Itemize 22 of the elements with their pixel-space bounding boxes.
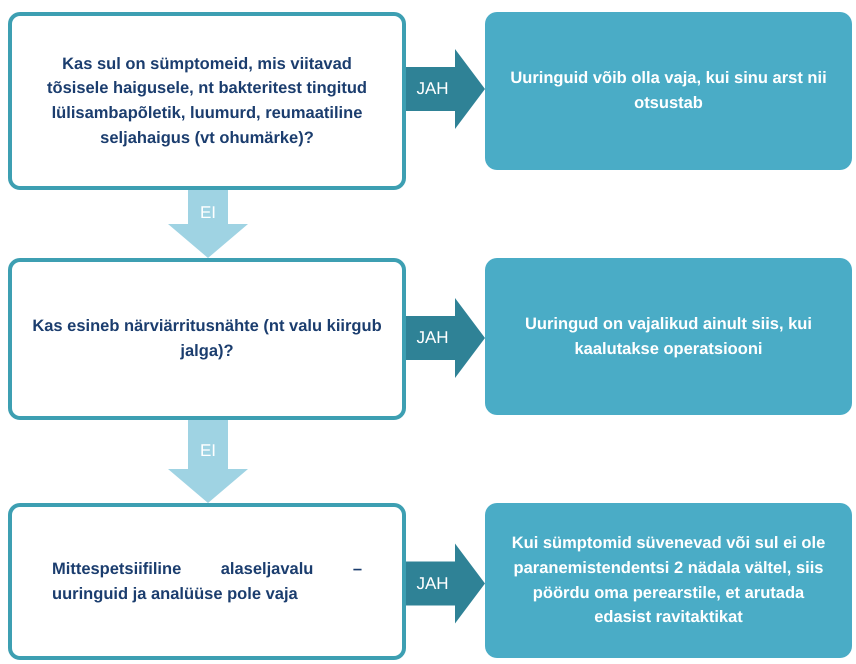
edge-label: JAH — [416, 328, 449, 348]
edge-label: EI — [200, 203, 216, 223]
edge-label: JAH — [416, 79, 449, 99]
question-box — [8, 503, 406, 660]
box-text: Uuringuid võib olla vaja, kui sinu arst nii otsustab — [509, 68, 828, 114]
box-text: Kas esineb närviärritusnähte (nt valu kiirgub jalga)? — [31, 316, 383, 362]
box-text: Kui sümptomid süvenevad või sul ei ole paranemistendentsi 2 nädala vältel, siis pöördu oma perearstile, et arutada edasist ravitaktikat — [510, 533, 826, 628]
block-arrow — [168, 190, 248, 258]
question-box — [8, 258, 406, 420]
box-text: Mittespetsiifiline alaseljavalu – uuringuid ja analüüse pole vaja — [51, 558, 363, 604]
answer-box — [485, 503, 852, 658]
edge-label: JAH — [416, 574, 449, 594]
answer-box — [485, 258, 852, 415]
block-arrow — [406, 544, 485, 624]
block-arrow — [168, 420, 248, 503]
block-arrow — [406, 298, 485, 378]
block-arrow — [406, 49, 485, 129]
edge-label: EI — [200, 440, 216, 460]
answer-box — [485, 12, 852, 170]
question-box — [8, 12, 406, 190]
box-text: Kas sul on sümptomeid, mis viitavad tõsisele haigusele, nt bakteritest tingitud lülisambapõletik, luumurd, reumaatiline seljahaigus (vt ohumärke)? — [46, 54, 368, 149]
box-text: Uuringud on vajalikud ainult siis, kui kaalutakse operatsiooni — [524, 314, 813, 360]
